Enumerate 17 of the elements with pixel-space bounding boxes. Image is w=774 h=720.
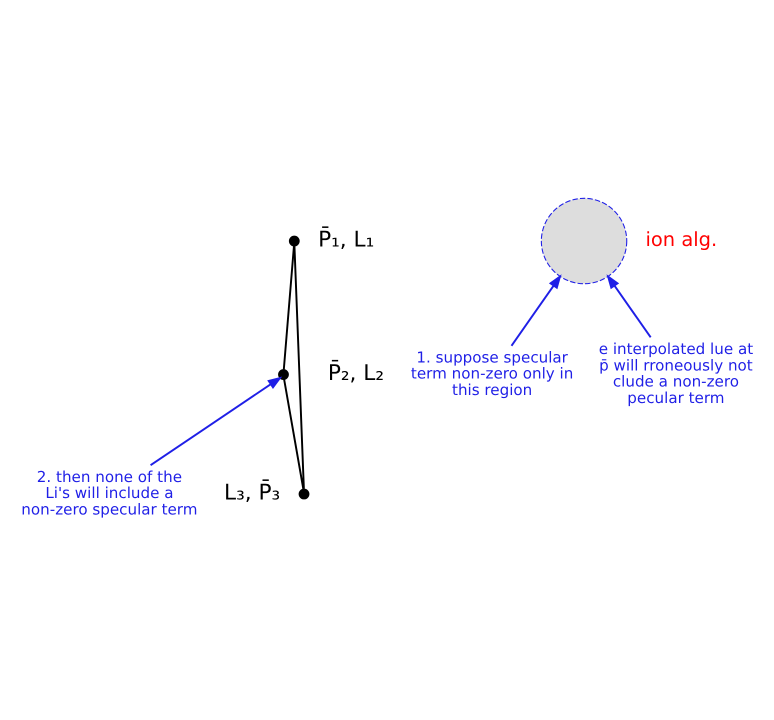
connector (283, 378, 304, 489)
arrow (150, 376, 282, 466)
node-circle (278, 368, 289, 380)
node-label: P̄₁, L₁ (318, 226, 374, 252)
node-text: 1. suppose specular term non-zero only in this region (410, 348, 574, 398)
node-label: P̄₂, L₂ (328, 360, 384, 386)
node-text: 2. then none of the Li's will include a non-zero specular term (21, 467, 198, 518)
node-circle (298, 488, 310, 499)
connector (282, 245, 295, 369)
node-text: e interpolated lue at p̄ will rroneously not clude a non-zero pecular term (598, 340, 754, 406)
node-label: L₃, P̄₃ (224, 480, 280, 505)
node-circle (288, 235, 300, 246)
label: ion alg. (646, 227, 718, 250)
node-circle (540, 197, 628, 284)
arrow (606, 274, 652, 338)
connector (293, 246, 305, 488)
arrow (510, 274, 562, 346)
